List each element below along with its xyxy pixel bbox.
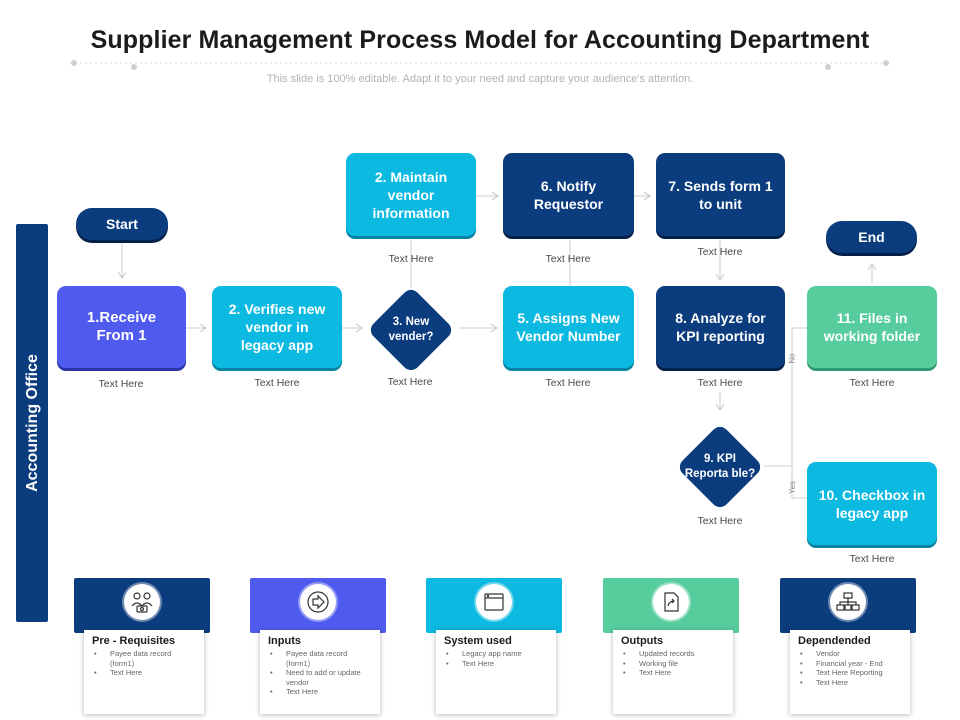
- list-item: Payee data record (form1): [94, 649, 196, 668]
- card-body: System used Legacy app name Text Here: [436, 630, 556, 714]
- note-step-10: Text Here: [849, 553, 895, 565]
- card-title: Inputs: [268, 635, 301, 647]
- end-terminal: End: [826, 221, 917, 253]
- card-list: Legacy app name Text Here: [444, 649, 548, 668]
- list-item: Text Here: [94, 668, 196, 678]
- card-body: Outputs Updated records Working file Tex…: [613, 630, 733, 714]
- title-divider: [70, 60, 890, 70]
- card-list: Payee data record (form1) Text Here: [92, 649, 196, 678]
- list-item: Payee data record (form1): [270, 649, 372, 668]
- note-step-11: Text Here: [849, 377, 895, 389]
- step-2-verify-new-vendor: 2. Verifies new vendor in legacy app: [212, 286, 342, 368]
- note-step-3: Text Here: [387, 376, 433, 388]
- slide-subtitle: This slide is 100% editable. Adapt it to…: [266, 73, 694, 85]
- card-list: Vendor Financial year - End Text Here Re…: [798, 649, 902, 687]
- start-terminal: Start: [76, 208, 168, 240]
- note-step-9: Text Here: [697, 515, 743, 527]
- card-title: Outputs: [621, 635, 664, 647]
- card-body: Inputs Payee data record (form1) Need to…: [260, 630, 380, 714]
- note-step-8: Text Here: [697, 377, 743, 389]
- info-card-prerequisites: Pre - Requisites Payee data record (form…: [74, 576, 210, 714]
- decision-no-label: No: [787, 353, 797, 364]
- card-list: Payee data record (form1) Need to add or…: [268, 649, 372, 697]
- info-card-system-used: System used Legacy app name Text Here: [426, 576, 562, 714]
- note-step-5: Text Here: [545, 377, 591, 389]
- list-item: Working file: [623, 659, 725, 669]
- list-item: Text Here Reporting: [800, 668, 902, 678]
- list-item: Text Here: [623, 668, 725, 678]
- org-chart-icon: [830, 584, 866, 620]
- list-item: Vendor: [800, 649, 902, 659]
- note-step-1: Text Here: [98, 378, 144, 390]
- info-card-inputs: Inputs Payee data record (form1) Need to…: [250, 576, 386, 714]
- step-8-analyze-kpi: 8. Analyze for KPI reporting: [656, 286, 785, 368]
- info-card-outputs: Outputs Updated records Working file Tex…: [603, 576, 739, 714]
- step-11-files-working-folder: 11. Files in working folder: [807, 286, 937, 368]
- note-step-2a: Text Here: [388, 253, 434, 265]
- note-step-7: Text Here: [697, 246, 743, 258]
- arrow-circle-icon: [300, 584, 336, 620]
- list-item: Financial year - End: [800, 659, 902, 669]
- share-document-icon: [653, 584, 689, 620]
- browser-window-icon: [476, 584, 512, 620]
- decision-3-label: 3. New vender?: [388, 316, 434, 343]
- list-item: Updated records: [623, 649, 725, 659]
- people-money-icon: [124, 584, 160, 620]
- card-title: Pre - Requisites: [92, 635, 176, 647]
- card-list: Updated records Working file Text Here: [621, 649, 725, 678]
- step-2-maintain-vendor-info: 2. Maintain vendor information: [346, 153, 476, 236]
- step-10-checkbox-legacy-app: 10. Checkbox in legacy app: [807, 462, 937, 545]
- swimlane-bar: [16, 224, 48, 622]
- card-body: Dependended Vendor Financial year - End …: [790, 630, 910, 714]
- list-item: Text Here: [800, 678, 902, 688]
- card-body: Pre - Requisites Payee data record (form…: [84, 630, 204, 714]
- note-step-2b: Text Here: [254, 377, 300, 389]
- decision-yes-label: Yes: [788, 480, 798, 495]
- info-card-dependended: Dependended Vendor Financial year - End …: [780, 576, 916, 714]
- decision-9-label: 9. KPI Reporta ble?: [684, 453, 756, 480]
- card-title: Dependended: [798, 635, 871, 647]
- slide-title: Supplier Management Process Model for Ac…: [90, 26, 870, 54]
- card-title: System used: [444, 635, 512, 647]
- note-step-6: Text Here: [545, 253, 591, 265]
- list-item: Legacy app name: [446, 649, 548, 659]
- list-item: Text Here: [270, 687, 372, 697]
- step-1-receive-form: 1.Receive From 1: [57, 286, 186, 368]
- list-item: Need to add or update vendor: [270, 668, 372, 687]
- list-item: Text Here: [446, 659, 548, 669]
- step-7-send-form-to-unit: 7. Sends form 1 to unit: [656, 153, 785, 236]
- step-5-assign-vendor-number: 5. Assigns New Vendor Number: [503, 286, 634, 368]
- step-6-notify-requestor: 6. Notify Requestor: [503, 153, 634, 236]
